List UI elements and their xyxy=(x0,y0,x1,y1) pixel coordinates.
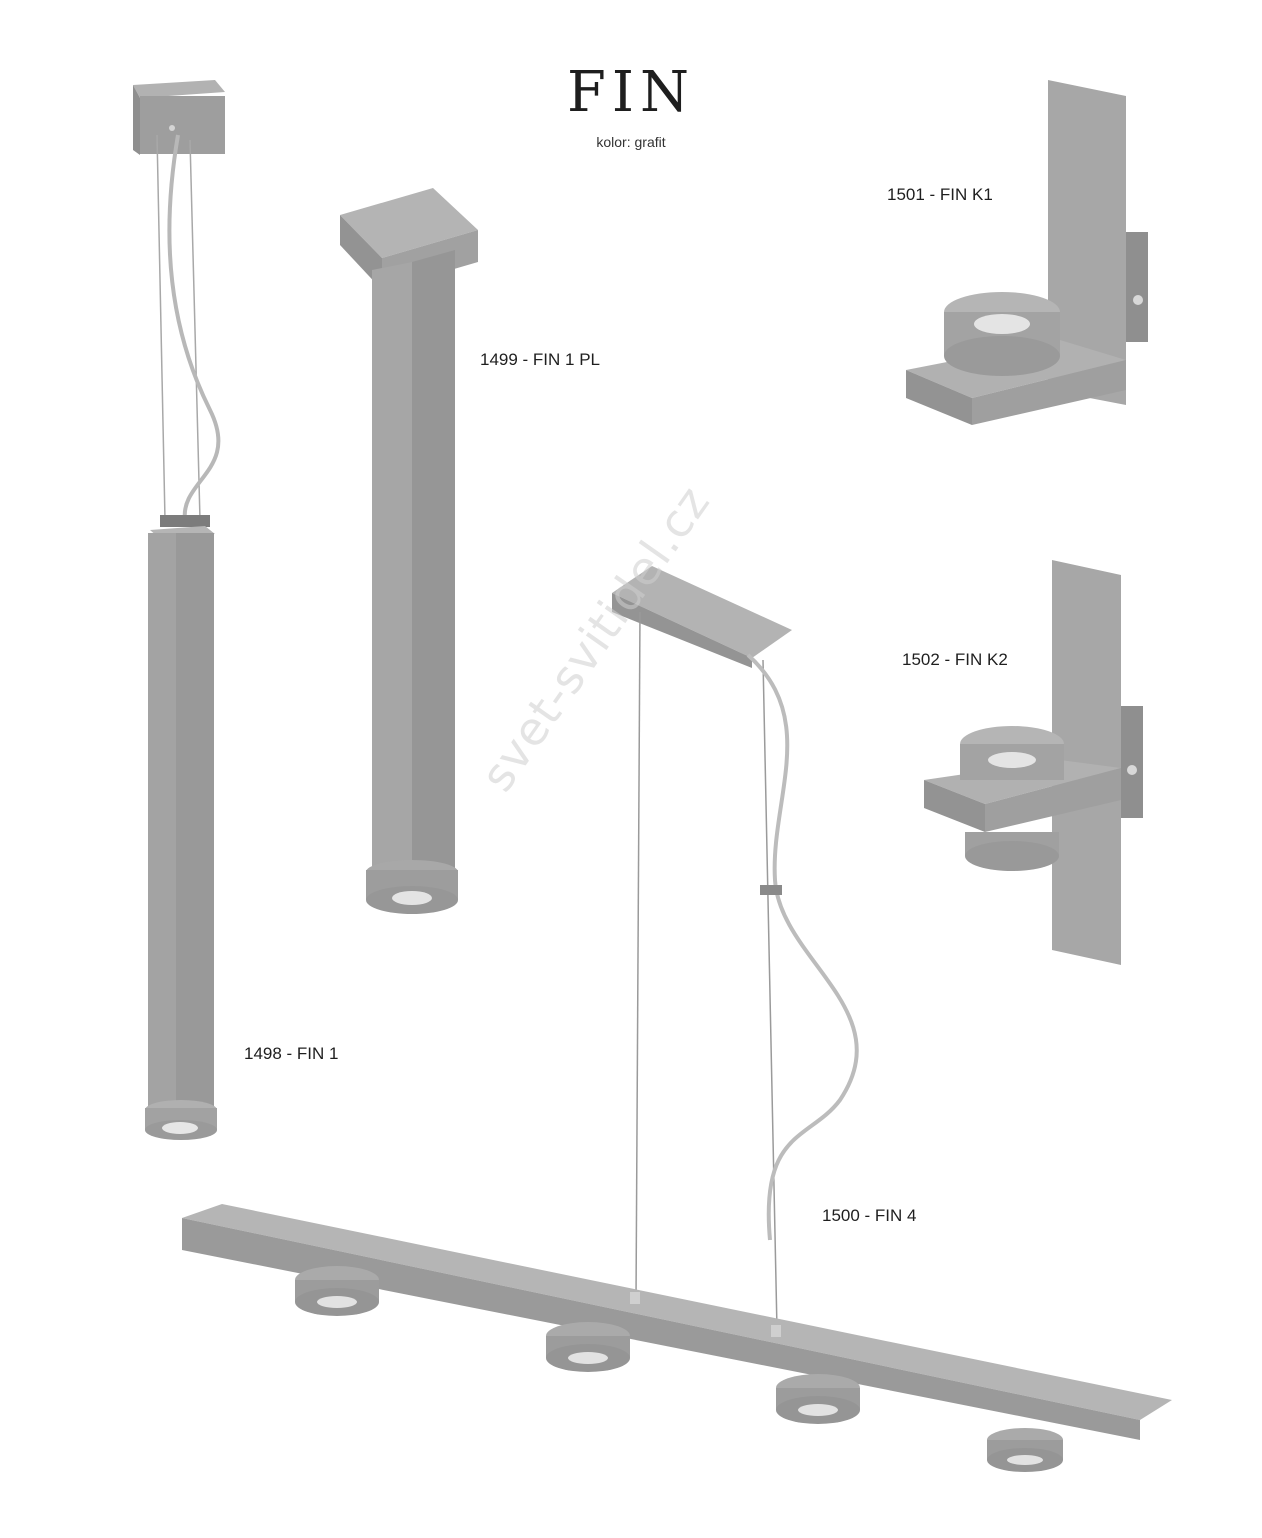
fin-4-spot-3 xyxy=(776,1374,860,1424)
label-fin-k2: 1502 - FIN K2 xyxy=(902,650,1008,669)
fin-k1-wall-illustration xyxy=(906,80,1148,425)
fin-4-spot-2 xyxy=(546,1322,630,1372)
fin-1-pl-ceiling-illustration xyxy=(340,188,478,914)
series-title: FIN xyxy=(567,60,695,125)
fin-1-pendant-illustration xyxy=(133,80,225,1140)
fin-k2-wall-illustration xyxy=(924,560,1143,965)
fin-4-spot-1 xyxy=(295,1266,379,1316)
label-fin-k1: 1501 - FIN K1 xyxy=(887,185,993,204)
fin-4-bar-illustration xyxy=(182,566,1172,1472)
label-fin-4: 1500 - FIN 4 xyxy=(822,1206,917,1225)
label-fin-1: 1498 - FIN 1 xyxy=(244,1044,339,1063)
fin-4-spot-4 xyxy=(987,1428,1063,1472)
color-subtitle: kolor: grafit xyxy=(596,134,666,150)
label-fin-1-pl: 1499 - FIN 1 PL xyxy=(480,350,601,369)
